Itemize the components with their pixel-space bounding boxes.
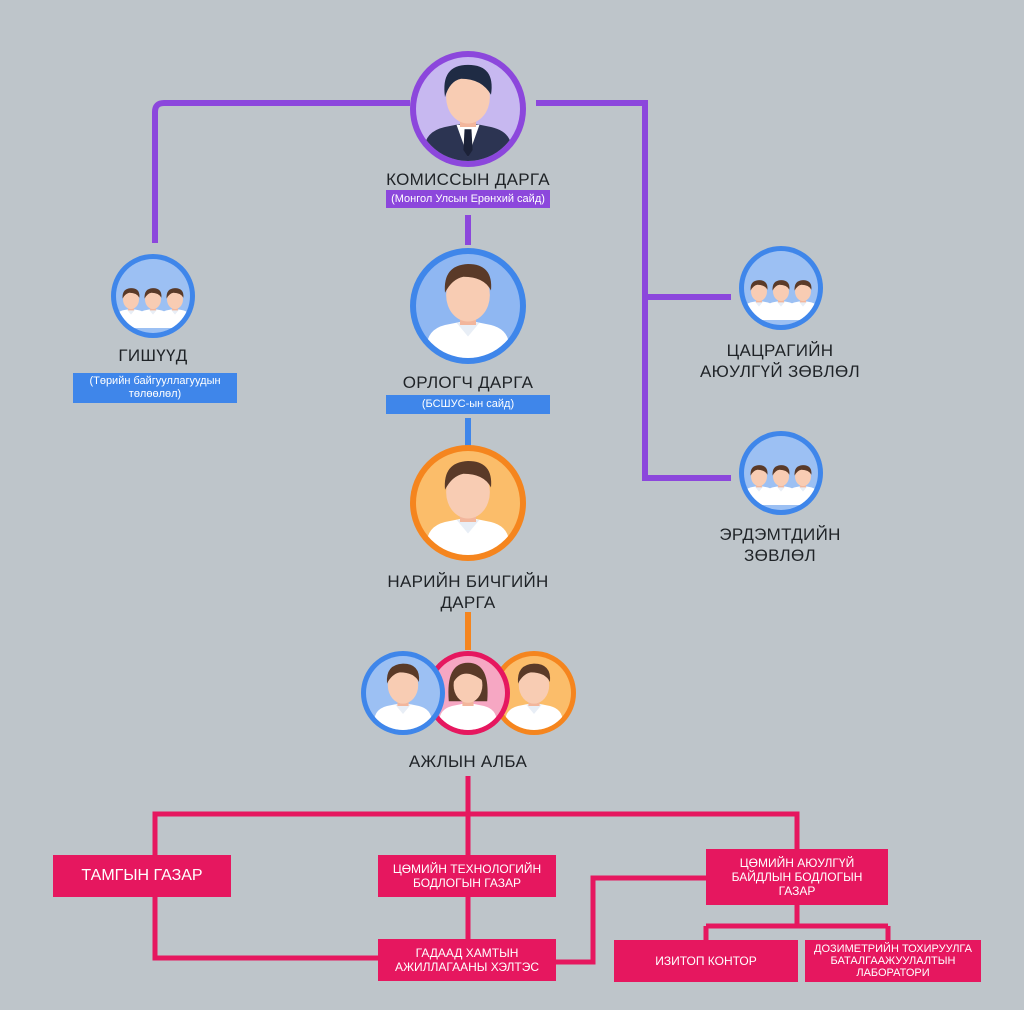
pink-connectors bbox=[152, 776, 891, 965]
connector-foreign-safety bbox=[556, 875, 706, 965]
dept-nuclear-safety-line1: ЦӨМИЙН АЮУЛГҮЙ bbox=[739, 856, 855, 870]
purple-connectors bbox=[152, 100, 731, 481]
dept-dosimetry-line2: БАТАЛГААЖУУЛАЛТЫН bbox=[830, 955, 956, 967]
deputy-title: ОРЛОГЧ ДАРГА bbox=[402, 373, 534, 392]
dept-isotope: ИЗИТОП КОНТОР bbox=[614, 940, 798, 982]
dept-foreign: ГАДААД ХАМТЫН АЖИЛЛАГААНЫ ХЭЛТЭС bbox=[378, 939, 556, 981]
chairman-avatar bbox=[410, 51, 526, 167]
secretary-avatar bbox=[410, 445, 526, 561]
dept-nuclear-tech-line1: ЦӨМИЙН ТЕХНОЛОГИЙН bbox=[392, 862, 542, 876]
dept-nuclear-safety: ЦӨМИЙН АЮУЛГҮЙ БАЙДЛЫН БОДЛОГЫН ГАЗАР bbox=[706, 849, 888, 905]
dept-dosimetry-line3: ЛАБОРАТОРИ bbox=[856, 967, 930, 979]
science-council-line1: ЭРДЭМТДИЙН bbox=[719, 525, 841, 544]
connector-secretariat-foreign bbox=[152, 897, 378, 961]
dept-nuclear-safety-line2: БАЙДЛЫН БОДЛОГЫН bbox=[731, 870, 863, 884]
connector-department-bus bbox=[152, 811, 800, 855]
science-council-avatar bbox=[739, 431, 823, 515]
members-subtitle: (Төрийн байгууллагуудын төлөөлөл) bbox=[73, 373, 237, 403]
radiation-council-title: ЦАЦРАГИЙН АЮУЛГҮЙ ЗӨВЛӨЛ bbox=[680, 340, 880, 382]
connector-safety-subunits bbox=[703, 905, 891, 940]
dept-dosimetry-line1: ДОЗИМЕТРИЙН ТОХИРУУЛГА bbox=[814, 943, 972, 955]
science-council-line2: ЗӨВЛӨЛ bbox=[744, 546, 816, 565]
chairman-subtitle: (Монгол Улсын Ерөнхий сайд) bbox=[386, 190, 550, 208]
office-title: АЖЛЫН АЛБА bbox=[408, 752, 528, 771]
radiation-council-line1: ЦАЦРАГИЙН bbox=[726, 341, 834, 360]
secretary-line1: НАРИЙН БИЧГИЙН bbox=[387, 572, 549, 591]
dept-nuclear-safety-line3: ГАЗАР bbox=[778, 884, 816, 898]
office-avatars bbox=[361, 651, 576, 735]
radiation-council-avatar bbox=[739, 246, 823, 330]
dept-secretariat: ТАМГЫН ГАЗАР bbox=[53, 855, 231, 897]
deputy-avatar bbox=[410, 248, 526, 364]
secretary-title: НАРИЙН БИЧГИЙН ДАРГА bbox=[368, 571, 568, 613]
members-title: ГИШҮҮД bbox=[118, 346, 188, 365]
connector-chair-councils bbox=[536, 100, 731, 481]
staff-trio-icon bbox=[361, 651, 576, 735]
secretary-line2: ДАРГА bbox=[440, 593, 496, 612]
science-council-title: ЭРДЭМТДИЙН ЗӨВЛӨЛ bbox=[680, 524, 880, 566]
connector-chair-members bbox=[152, 100, 410, 243]
deputy-subtitle: (БСШУС-ын сайд) bbox=[386, 395, 550, 414]
dept-nuclear-tech-line2: БОДЛОГЫН ГАЗАР bbox=[412, 876, 522, 890]
chairman-title: КОМИССЫН ДАРГА bbox=[386, 170, 550, 189]
dept-dosimetry: ДОЗИМЕТРИЙН ТОХИРУУЛГА БАТАЛГААЖУУЛАЛТЫН… bbox=[805, 940, 981, 982]
dept-foreign-line1: ГАДААД ХАМТЫН bbox=[415, 946, 519, 960]
dept-foreign-line2: АЖИЛЛАГААНЫ ХЭЛТЭС bbox=[394, 960, 540, 974]
members-avatar bbox=[111, 254, 195, 338]
dept-nuclear-tech: ЦӨМИЙН ТЕХНОЛОГИЙН БОДЛОГЫН ГАЗАР bbox=[378, 855, 556, 897]
radiation-council-line2: АЮУЛГҮЙ ЗӨВЛӨЛ bbox=[700, 362, 860, 381]
